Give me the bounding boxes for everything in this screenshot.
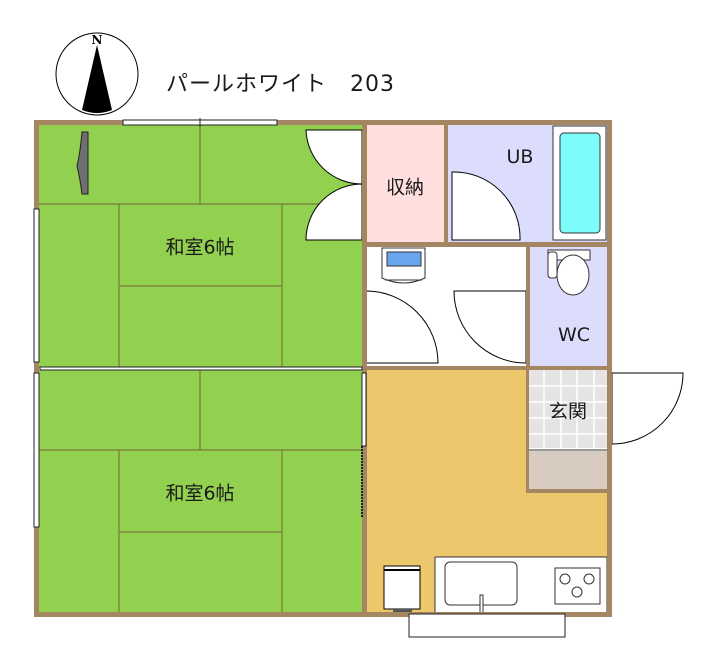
- walls: [34, 120, 612, 617]
- stove-icon: [554, 567, 601, 605]
- room-entrance: [528, 370, 684, 489]
- svg-text:N: N: [92, 33, 103, 47]
- windows: [33, 118, 566, 638]
- entrance-door: [611, 372, 684, 445]
- refrigerator-icon: [383, 565, 421, 610]
- room-washitsu-north: [38, 124, 363, 368]
- room-label-storage: 収納: [385, 176, 425, 199]
- room-washroom: [365, 247, 527, 366]
- floor-plan-title: パールホワイト 203: [166, 72, 395, 97]
- room-washitsu-south: [38, 370, 362, 613]
- room-label-entrance: 玄関: [548, 400, 588, 423]
- room-wc: [530, 247, 608, 366]
- toilet-icon: [547, 249, 591, 296]
- room-label-wc: WC: [557, 324, 591, 346]
- bathtub-icon: [559, 132, 601, 234]
- room-label-washitsu-north: 和室6帖: [165, 236, 235, 259]
- room-storage: [366, 124, 444, 243]
- room-unit-bath: [448, 124, 608, 243]
- room-kitchen: [366, 370, 608, 614]
- room-label-unit-bath: UB: [506, 146, 534, 168]
- tokonoma-icon: [76, 131, 89, 195]
- washing-machine-icon: [381, 247, 426, 284]
- north-arrow-icon: N: [55, 32, 139, 116]
- room-label-washitsu-south: 和室6帖: [165, 482, 235, 505]
